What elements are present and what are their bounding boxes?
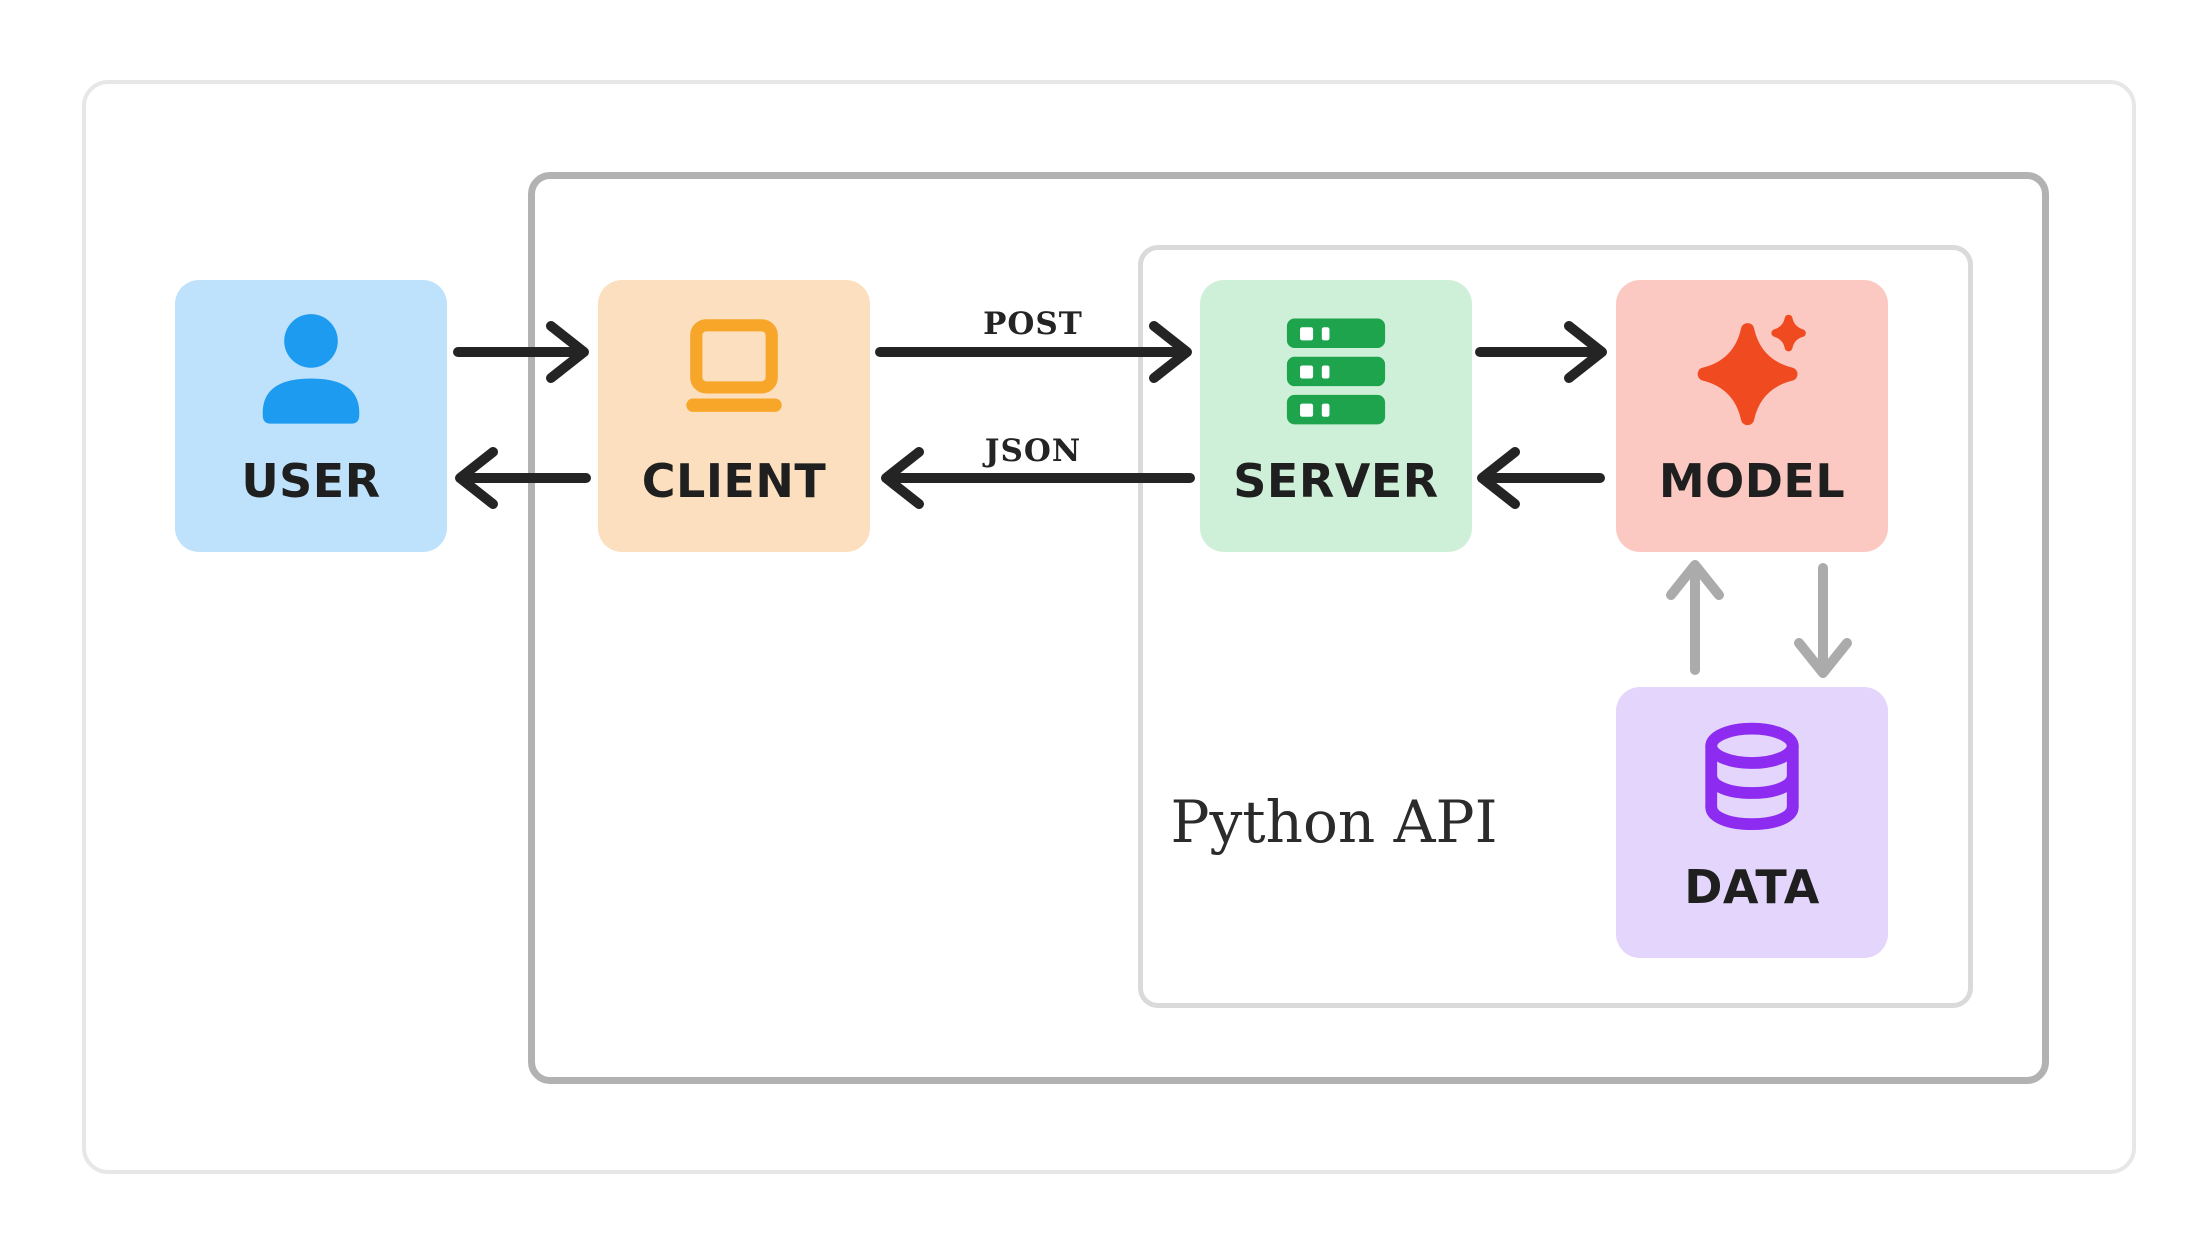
node-user: USER [175,280,447,552]
node-server-label: SERVER [1233,454,1439,508]
python-api-label: Python API [1170,788,1498,856]
outer-card-container [82,80,2136,1174]
node-user-label: USER [241,454,381,508]
post-edge-label: POST [983,306,1083,342]
python-api-container [1138,245,1973,1008]
laptop-icon [686,319,782,412]
sparkle-icon [1697,314,1806,426]
node-client-label: CLIENT [641,454,827,508]
backend-boundary-container [528,172,2049,1084]
server-icon [1286,318,1386,425]
person-icon [262,314,360,424]
node-client: CLIENT [598,280,870,552]
node-model: MODEL [1616,280,1888,552]
node-data-label: DATA [1684,860,1820,914]
database-icon [1705,722,1799,831]
node-model-label: MODEL [1658,454,1846,508]
node-server: SERVER [1200,280,1472,552]
node-data: DATA [1616,687,1888,958]
json-edge-label: JSON [984,433,1082,469]
